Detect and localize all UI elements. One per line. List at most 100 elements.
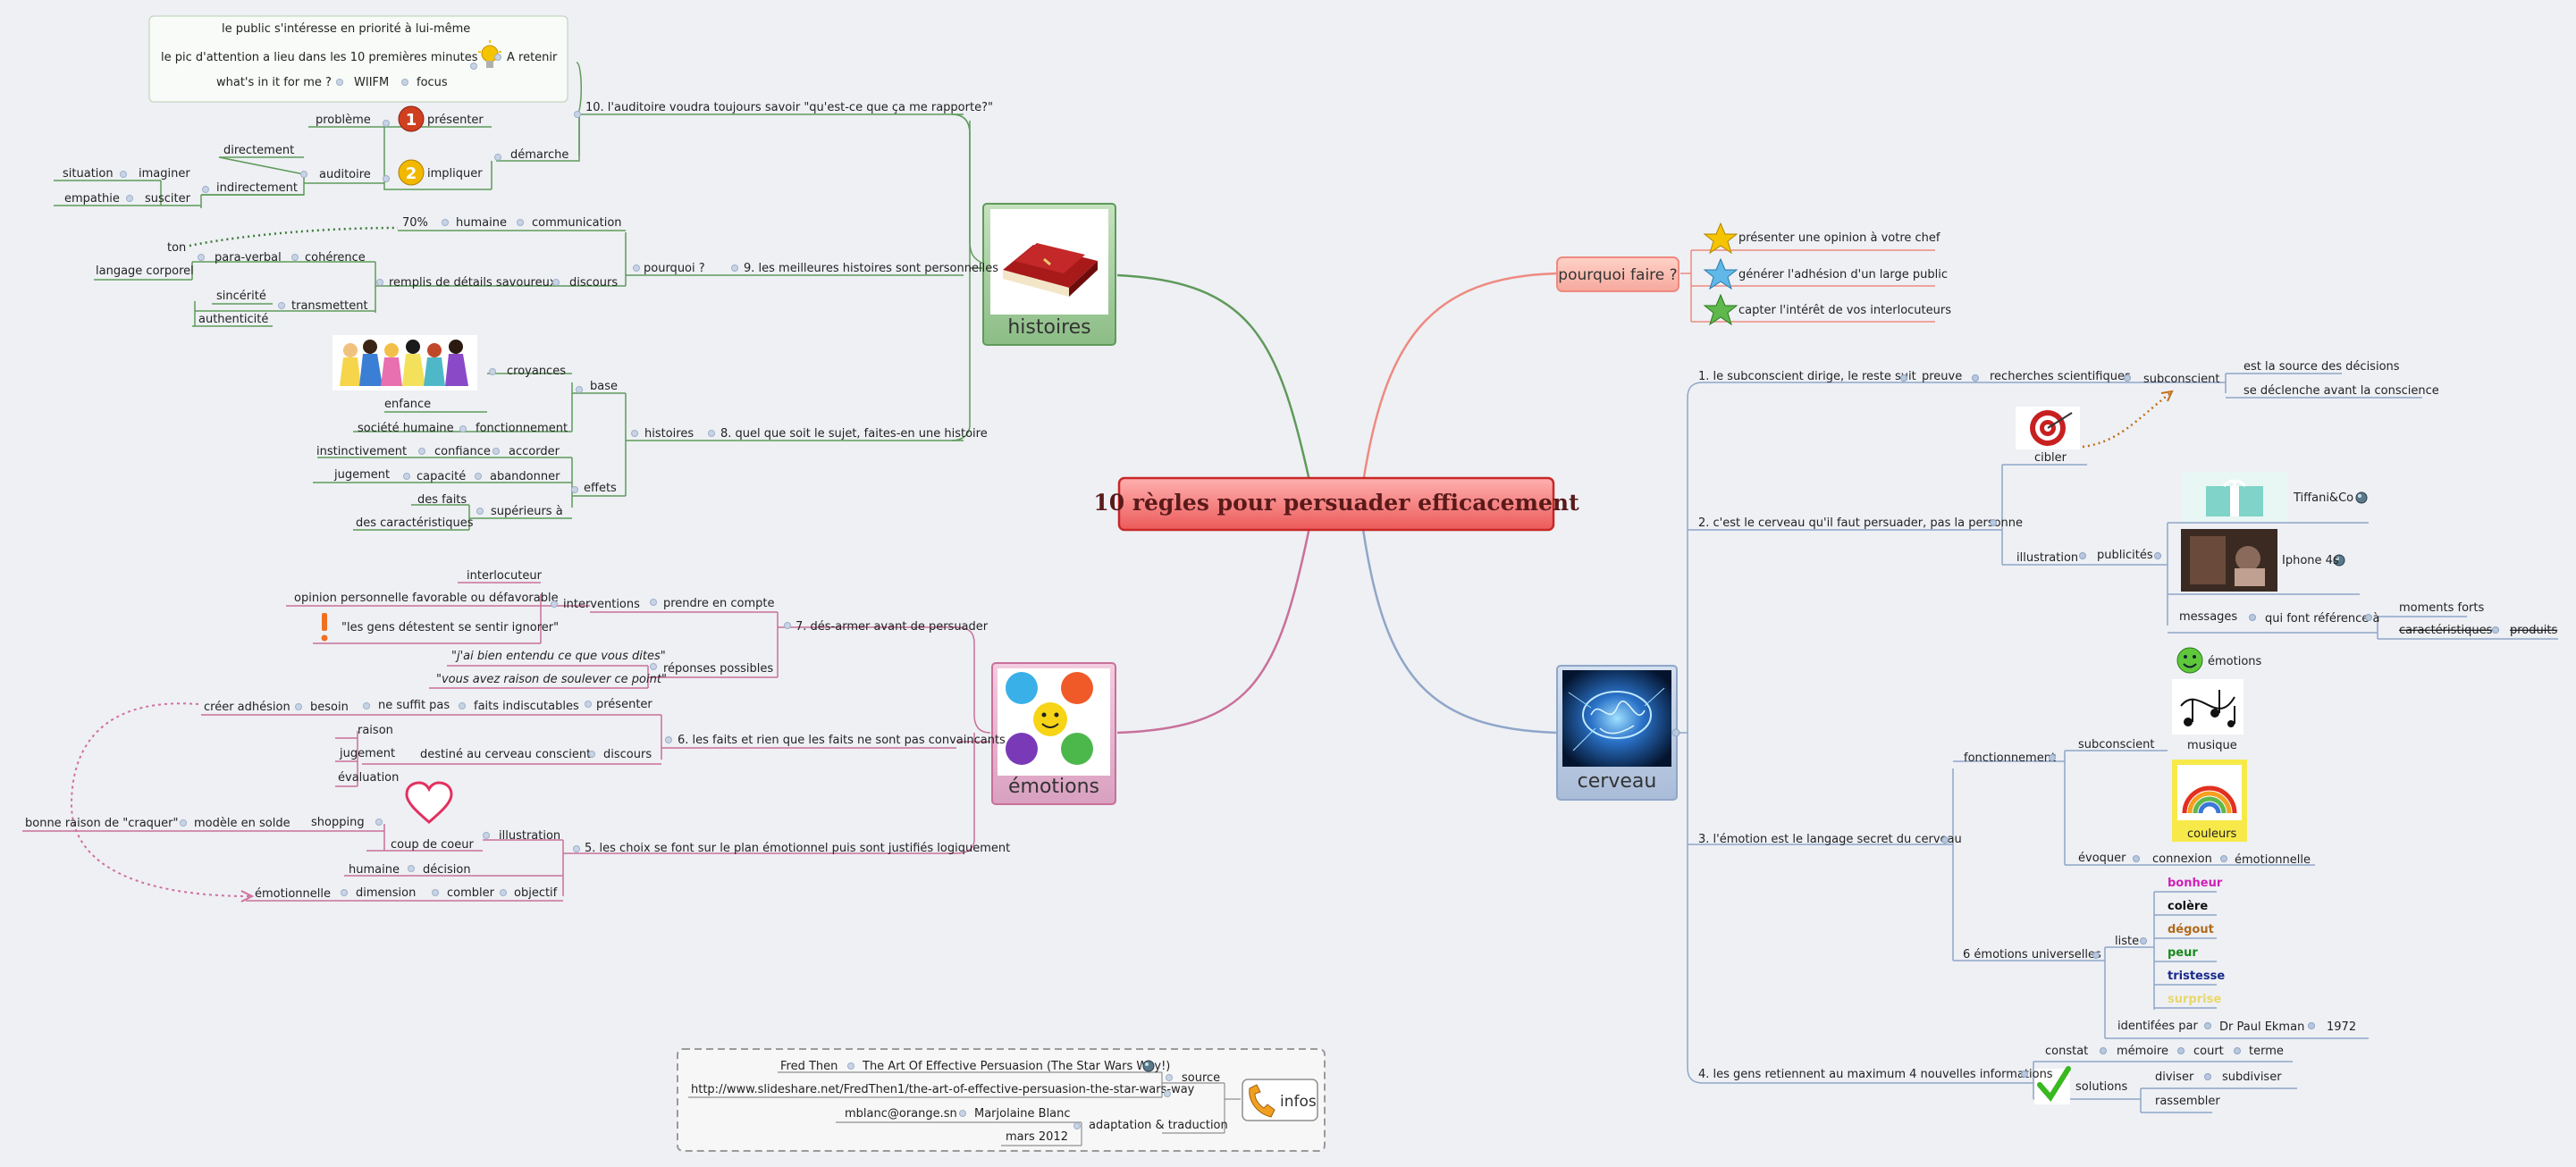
empathie-label[interactable]: empathie — [64, 192, 120, 206]
subdiviser-label[interactable]: subdiviser — [2222, 1070, 2282, 1084]
pct-label[interactable]: 70% — [402, 216, 428, 230]
rule3-title[interactable]: 3. l'émotion est le langage secret du ce… — [1698, 833, 1962, 846]
court-label[interactable]: court — [2193, 1045, 2224, 1058]
publicites-label[interactable]: publicités — [2097, 549, 2153, 562]
auditoire-label[interactable]: auditoire — [319, 168, 371, 181]
topic-pourquoi[interactable]: pourquoi faire ? — [1556, 256, 1679, 292]
probleme-label[interactable]: problème — [316, 113, 371, 127]
retenir-item-2[interactable]: le pic d'attention a lieu dans les 10 pr… — [161, 51, 478, 64]
croyances-label[interactable]: croyances — [507, 365, 566, 378]
retenir-label[interactable]: A retenir — [507, 51, 558, 64]
work-label[interactable]: The Art Of Effective Persuasion (The Sta… — [862, 1060, 1170, 1073]
preuve-label[interactable]: preuve — [1922, 370, 1962, 383]
presenter-label[interactable]: présenter — [427, 113, 484, 127]
pourquoi-item-1[interactable]: présenter une opinion à votre chef — [1738, 231, 1940, 245]
diviser-label[interactable]: diviser — [2155, 1070, 2194, 1084]
impliquer-label[interactable]: impliquer — [427, 167, 483, 181]
musique-label[interactable]: musique — [2187, 739, 2237, 752]
url-label[interactable]: http://www.slideshare.net/FredThen1/the-… — [691, 1083, 1195, 1096]
rule2-title[interactable]: 2. c'est le cerveau qu'il faut persuader… — [1698, 516, 2023, 530]
identifiees-label[interactable]: identifées par — [2117, 1020, 2199, 1033]
combler-label[interactable]: combler — [447, 886, 495, 900]
recherches-label[interactable]: recherches scientifiques — [1990, 370, 2131, 383]
interlocuteur-label[interactable]: interlocuteur — [467, 569, 543, 583]
emotions-icon-label[interactable]: émotions — [2208, 655, 2262, 668]
shopping-label[interactable]: shopping — [311, 816, 365, 829]
emotion-item-4[interactable]: tristesse — [2168, 970, 2225, 983]
email-label[interactable]: mblanc@orange.sn — [845, 1107, 957, 1121]
subconscient-label-3[interactable]: subconscient — [2078, 738, 2154, 751]
source-decisions-label[interactable]: est la source des décisions — [2243, 360, 2400, 374]
abandonner-label[interactable]: abandonner — [490, 470, 560, 483]
communication-label[interactable]: communication — [532, 216, 622, 230]
dimension-label[interactable]: dimension — [356, 886, 416, 900]
iphone-label[interactable]: Iphone 4s — [2282, 554, 2339, 567]
fonctionnement-label-3[interactable]: fonctionnement — [1964, 751, 2056, 765]
subconscient-label-1[interactable]: subconscient — [2143, 373, 2219, 386]
discours-label-6[interactable]: discours — [603, 748, 652, 761]
transmettent-label[interactable]: transmettent — [291, 299, 368, 313]
interventions-label[interactable]: interventions — [563, 598, 640, 611]
evaluation-label[interactable]: évaluation — [338, 771, 399, 785]
ekman-label[interactable]: Dr Paul Ekman — [2219, 1020, 2304, 1034]
capacite-label[interactable]: capacité — [417, 470, 466, 483]
produits-label[interactable]: produits — [2510, 624, 2557, 637]
connexion-label[interactable]: connexion — [2152, 852, 2212, 866]
solutions-label[interactable]: solutions — [2075, 1080, 2127, 1094]
year-label[interactable]: 1972 — [2327, 1020, 2356, 1034]
superieurs-label[interactable]: supérieurs à — [491, 505, 563, 518]
besoin-label[interactable]: besoin — [310, 701, 349, 714]
para-verbal-label[interactable]: para-verbal — [215, 251, 282, 264]
topic-infos[interactable]: infos — [1242, 1079, 1318, 1121]
memoire-label[interactable]: mémoire — [2117, 1045, 2168, 1058]
rule9-title[interactable]: 9. les meilleures histoires sont personn… — [744, 262, 998, 275]
caracteristiques-label[interactable]: caractéristiques — [2399, 624, 2493, 637]
reponse-2-label[interactable]: "vous avez raison de soulever ce point" — [436, 673, 667, 686]
rule6-title[interactable]: 6. les faits et rien que les faits ne so… — [678, 734, 1006, 747]
destine-label[interactable]: destiné au cerveau conscient — [420, 748, 591, 761]
retenir-item-4[interactable]: WIIFM — [354, 76, 389, 89]
rule4-title[interactable]: 4. les gens retiennent au maximum 4 nouv… — [1698, 1068, 2053, 1081]
translator-label[interactable]: Marjolaine Blanc — [974, 1107, 1071, 1121]
retenir-item-1[interactable]: le public s'intéresse en priorité à lui-… — [222, 22, 470, 36]
cibler-label[interactable]: cibler — [2034, 451, 2067, 465]
des-carac-label[interactable]: des caractéristiques — [356, 516, 474, 530]
retenir-item-5[interactable]: focus — [417, 76, 448, 89]
societe-label[interactable]: société humaine — [358, 422, 454, 435]
central-topic[interactable]: 10 règles pour persuader efficacement — [1093, 476, 1579, 532]
six-emotions-label[interactable]: 6 émotions universelles — [1963, 948, 2101, 961]
topic-emotions[interactable]: émotions — [991, 662, 1116, 805]
ton-label[interactable]: ton — [167, 241, 186, 255]
rule7-title[interactable]: 7. dés-armer avant de persuader — [796, 620, 989, 634]
messages-label[interactable]: messages — [2179, 610, 2237, 624]
author-label[interactable]: Fred Then — [780, 1060, 838, 1073]
coup-label[interactable]: coup de coeur — [391, 838, 474, 852]
bonne-raison-label[interactable]: bonne raison de "craquer" — [25, 817, 178, 830]
raison-label[interactable]: raison — [358, 724, 393, 737]
couleurs-label[interactable]: couleurs — [2187, 827, 2237, 841]
fonctionnement-label-8[interactable]: fonctionnement — [476, 422, 568, 435]
directement-label[interactable]: directement — [223, 144, 294, 157]
prendre-label[interactable]: prendre en compte — [663, 597, 774, 610]
topic-histoires[interactable]: histoires — [982, 203, 1116, 346]
emotion-item-0[interactable]: bonheur — [2168, 877, 2223, 890]
pourquoi-item-3[interactable]: capter l'intérêt de vos interlocuteurs — [1738, 304, 1951, 317]
presenter-label-6[interactable]: présenter — [596, 698, 652, 711]
imaginer-label[interactable]: imaginer — [139, 167, 190, 181]
opinion-label[interactable]: opinion personnelle favorable ou défavor… — [294, 592, 559, 605]
modele-label[interactable]: modèle en solde — [194, 817, 290, 830]
reponses-label[interactable]: réponses possibles — [663, 662, 773, 676]
des-faits-label[interactable]: des faits — [417, 493, 467, 507]
adaptation-label[interactable]: adaptation & traduction — [1089, 1119, 1228, 1132]
pourquoi-item-2[interactable]: générer l'adhésion d'un large public — [1738, 268, 1948, 281]
illustration-label-5[interactable]: illustration — [499, 829, 560, 843]
base-label[interactable]: base — [590, 380, 618, 393]
suffit-label[interactable]: ne suffit pas — [378, 699, 450, 712]
jugement-label-8[interactable]: jugement — [333, 468, 390, 482]
reponse-1-label[interactable]: "j'ai bien entendu ce que vous dites" — [451, 650, 666, 663]
enfance-label[interactable]: enfance — [384, 398, 431, 411]
humaine-label[interactable]: humaine — [456, 216, 507, 230]
jugement-label-6[interactable]: jugement — [339, 747, 395, 760]
creer-label[interactable]: créer adhésion — [204, 701, 290, 714]
susciter-label[interactable]: susciter — [145, 192, 191, 206]
